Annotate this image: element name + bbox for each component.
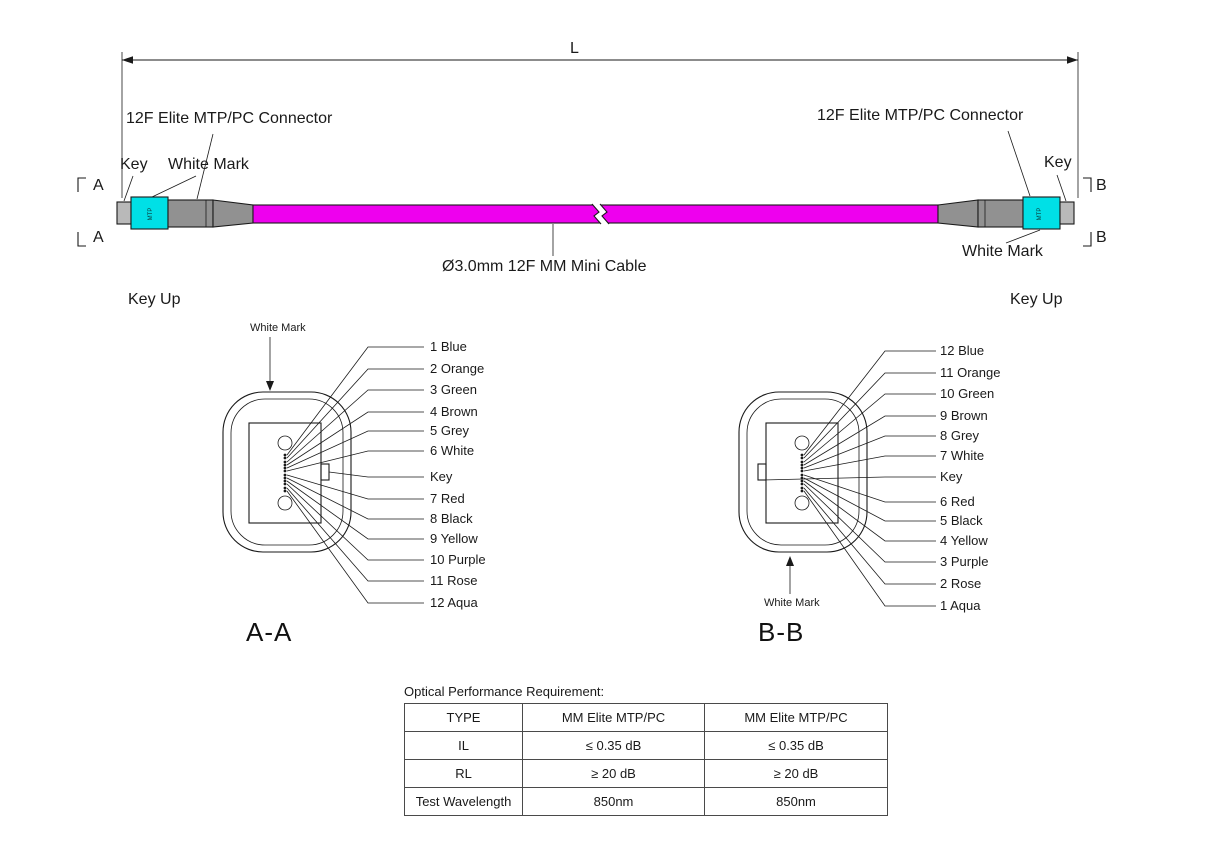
right-connector-housing [1022, 196, 1061, 230]
bb-guide-pin-hole-bottom [794, 495, 810, 511]
aa-pin-label: 1 Blue [430, 339, 467, 354]
aa-ferrule [248, 422, 322, 524]
bb-pin-label: 10 Green [940, 386, 995, 401]
dimension-label: L [570, 40, 579, 57]
aa-key-feature [320, 463, 330, 481]
aa-pin-label: 7 Red [430, 491, 465, 506]
cable-break-symbol [592, 204, 609, 224]
aa-title: A-A [246, 617, 293, 647]
bb-pin-label: 6 Red [940, 494, 975, 509]
left-connector-body [167, 199, 214, 228]
aa-pin-label-key: Key [430, 469, 453, 484]
table-cell: ≥ 20 dB [704, 759, 888, 788]
leader-lines [123, 130, 1067, 256]
performance-table: TYPE MM Elite MTP/PC MM Elite MTP/PC IL … [404, 703, 888, 816]
aa-white-mark-arrow [266, 337, 274, 391]
table-caption: Optical Performance Requirement: [404, 684, 605, 699]
left-key-label: Key [120, 156, 148, 173]
table-cell: ≥ 20 dB [522, 759, 705, 788]
right-connector-body [977, 199, 1024, 228]
right-connector-label: 12F Elite MTP/PC Connector [817, 107, 1024, 124]
bb-guide-pin-hole-top [794, 435, 810, 451]
bb-fanout-lines [762, 350, 936, 607]
bb-white-mark-label: White Mark [764, 597, 820, 609]
aa-pin-label: 4 Brown [430, 404, 478, 419]
table-cell: ≤ 0.35 dB [522, 731, 705, 760]
bb-ferrule [765, 422, 839, 524]
bb-white-mark-arrow [786, 556, 794, 594]
dimension-arrow-left [122, 56, 133, 64]
bb-pin-label: 5 Black [940, 513, 983, 528]
dimension-arrow-right [1067, 56, 1078, 64]
bb-key-feature [757, 463, 767, 481]
aa-pin-label: 3 Green [430, 382, 477, 397]
table-cell: ≤ 0.35 dB [704, 731, 888, 760]
aa-pin-label: 8 Black [430, 511, 473, 526]
right-connector: MTP [937, 196, 1075, 230]
table-cell: MM Elite MTP/PC [704, 703, 888, 732]
bb-pin-label: 3 Purple [940, 554, 989, 569]
right-connector-marking-text: MTP [1037, 208, 1043, 221]
section-marker-b-top: B [1096, 177, 1107, 194]
aa-face-view [222, 337, 424, 604]
left-connector: MTP [116, 196, 254, 230]
aa-pin-label: 6 White [430, 443, 475, 458]
bb-pin-label-key: Key [940, 469, 963, 484]
table-row-il: IL ≤ 0.35 dB ≤ 0.35 dB [404, 731, 888, 760]
left-connector-ferrule [116, 201, 132, 225]
right-connector-boot [937, 199, 979, 228]
section-marker-b-bottom: B [1096, 229, 1107, 246]
bb-pin-label: 7 White [940, 448, 985, 463]
table-row-wavelength: Test Wavelength 850nm 850nm [404, 787, 888, 816]
cable-label: Ø3.0mm 12F MM Mini Cable [442, 258, 647, 275]
bb-pin-label: 11 Orange [940, 365, 1001, 380]
table-cell: MM Elite MTP/PC [522, 703, 705, 732]
table-cell: TYPE [404, 703, 523, 732]
dimension-line [121, 52, 1079, 198]
table-cell: RL [404, 759, 523, 788]
table-cell: 850nm [704, 787, 888, 816]
right-key-up-label: Key Up [1010, 291, 1063, 308]
table-cell: 850nm [522, 787, 705, 816]
aa-fiber-array [283, 453, 287, 493]
aa-fanout-lines [286, 346, 424, 604]
table-row-rl: RL ≥ 20 dB ≥ 20 dB [404, 759, 888, 788]
aa-pin-label: 9 Yellow [430, 531, 478, 546]
bb-pin-label: 12 Blue [940, 343, 985, 358]
left-connector-housing [130, 196, 169, 230]
aa-pin-label: 5 Grey [430, 423, 470, 438]
right-white-mark-label: White Mark [962, 243, 1043, 260]
left-connector-marking-text: MTP [148, 208, 154, 221]
section-cut-marks [77, 177, 1092, 247]
bb-pin-label: 8 Grey [940, 428, 980, 443]
left-connector-boot [212, 199, 254, 228]
bb-title: B-B [758, 617, 805, 647]
section-marker-a-top: A [93, 177, 104, 194]
aa-pin-label: 11 Rose [430, 573, 478, 588]
bb-pin-label: 2 Rose [940, 576, 982, 591]
bb-pin-label: 4 Yellow [940, 533, 988, 548]
aa-white-mark-label: White Mark [250, 322, 306, 334]
left-connector-label: 12F Elite MTP/PC Connector [126, 110, 333, 127]
left-white-mark-label: White Mark [168, 156, 249, 173]
table-row-type: TYPE MM Elite MTP/PC MM Elite MTP/PC [404, 703, 888, 732]
cable [252, 203, 939, 225]
aa-guide-pin-hole-top [277, 435, 293, 451]
bb-pin-label: 1 Aqua [940, 598, 981, 613]
aa-pin-label: 10 Purple [430, 552, 486, 567]
right-key-label: Key [1044, 154, 1072, 171]
aa-pin-label: 2 Orange [430, 361, 485, 376]
right-connector-ferrule [1059, 201, 1075, 225]
bb-pin-label: 9 Brown [940, 408, 988, 423]
bb-face-view [738, 350, 936, 607]
aa-pin-label: 12 Aqua [430, 595, 478, 610]
table-cell: Test Wavelength [404, 787, 523, 816]
left-key-up-label: Key Up [128, 291, 181, 308]
bb-fiber-array [800, 453, 804, 493]
aa-guide-pin-hole-bottom [277, 495, 293, 511]
section-marker-a-bottom: A [93, 229, 104, 246]
table-cell: IL [404, 731, 523, 760]
